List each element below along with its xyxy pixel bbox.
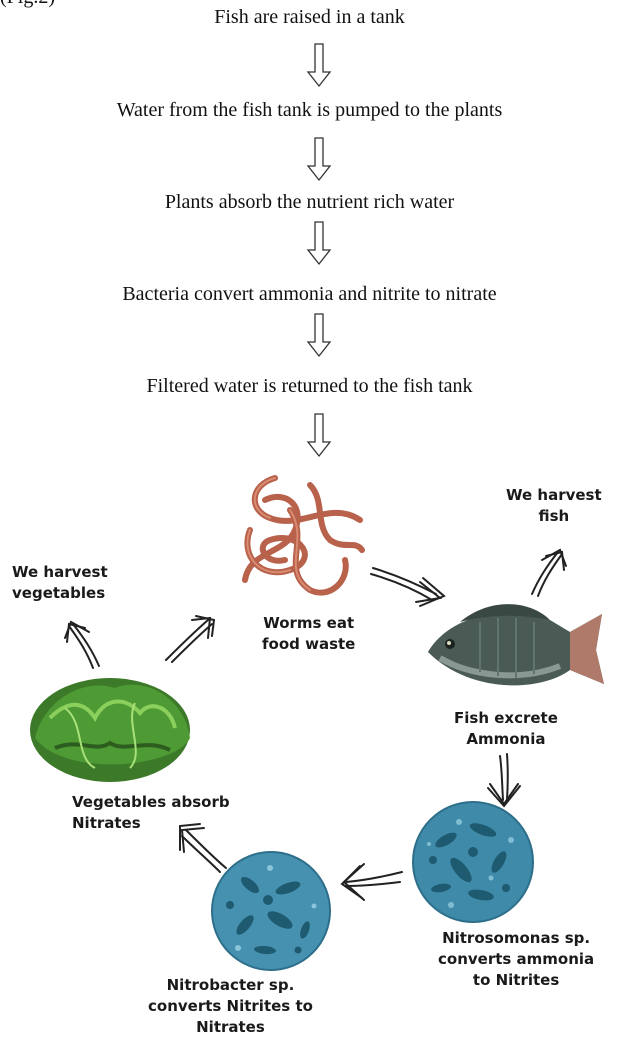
label-line: Nitrobacter sp. (148, 975, 313, 996)
label-line: Worms eat (262, 613, 355, 634)
down-arrow-icon (306, 136, 332, 182)
label-nitrosomonas: Nitrosomonas sp. converts ammonia to Nit… (438, 928, 594, 991)
label-line: Ammonia (454, 729, 558, 750)
arrow-nitrosomonas-to-nitrobacter-icon (338, 856, 406, 902)
label-line: converts ammonia (438, 949, 594, 970)
down-arrow-icon (306, 42, 332, 88)
label-line: food waste (262, 634, 355, 655)
arrow-veg-to-harvest-icon (55, 620, 105, 672)
lettuce-illustration (25, 668, 195, 788)
label-worms: Worms eat food waste (262, 613, 355, 655)
label-line: Fish excrete (454, 708, 558, 729)
down-arrow-icon (306, 312, 332, 358)
label-line: converts Nitrites to (148, 996, 313, 1017)
label-line: vegetables (12, 583, 108, 604)
arrow-veg-to-worms-icon (160, 612, 218, 664)
label-line: We harvest (12, 562, 108, 583)
label-line: fish (506, 506, 602, 527)
label-line: Vegetables absorb (72, 792, 230, 813)
step-5-text: Filtered water is returned to the fish t… (0, 375, 619, 398)
arrow-worms-to-fish-icon (368, 560, 448, 610)
label-nitrobacter: Nitrobacter sp. converts Nitrites to Nit… (148, 975, 313, 1038)
step-1-text: Fish are raised in a tank (0, 6, 619, 29)
nitrosomonas-bacteria-image (411, 800, 535, 924)
step-2-text: Water from the fish tank is pumped to th… (0, 99, 619, 122)
step-4-text: Bacteria convert ammonia and nitrite to … (0, 283, 619, 306)
worms-illustration (230, 470, 370, 610)
label-harvest-vegetables: We harvest vegetables (12, 562, 108, 604)
down-arrow-icon (306, 412, 332, 458)
label-line: Nitrates (148, 1017, 313, 1038)
label-fish: Fish excrete Ammonia (454, 708, 558, 750)
arrow-nitrobacter-to-vegetables-icon (176, 822, 232, 874)
label-line: Nitrosomonas sp. (438, 928, 594, 949)
arrow-fish-to-nitrosomonas-icon (484, 752, 524, 808)
label-harvest-fish: We harvest fish (506, 485, 602, 527)
step-3-text: Plants absorb the nutrient rich water (0, 191, 619, 214)
label-line: to Nitrites (438, 970, 594, 991)
down-arrow-icon (306, 220, 332, 266)
label-line: We harvest (506, 485, 602, 506)
arrow-fish-to-harvest-icon (526, 548, 576, 600)
fish-illustration (420, 592, 610, 702)
